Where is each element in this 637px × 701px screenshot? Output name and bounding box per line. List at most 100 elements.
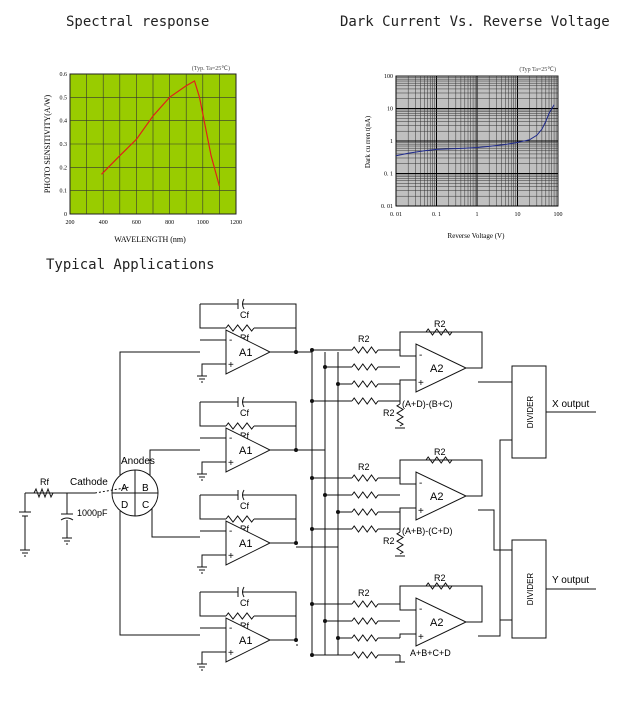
x-tick-label: 400 <box>99 220 108 226</box>
minus-sign: - <box>229 433 232 444</box>
anodes-label: Anodes <box>121 456 155 467</box>
x-axis-label: WAVELENGTH (nm) <box>114 235 186 244</box>
y-tick-label: 0. 1 <box>384 172 393 178</box>
heading-spectral-response: Spectral response <box>66 14 210 30</box>
heading-typical-applications: Typical Applications <box>46 257 215 273</box>
wire <box>199 495 226 520</box>
x-tick-label: 10 <box>515 212 521 218</box>
a1-label: A1 <box>239 635 252 647</box>
wire <box>242 494 297 543</box>
wire <box>399 350 416 357</box>
y-tick-label: 0.1 <box>60 189 68 195</box>
formula-y: (A+B)-(C+D) <box>402 526 453 536</box>
resistor <box>425 328 453 336</box>
r2-label: R2 <box>434 319 446 329</box>
op-amp-a2 <box>415 343 468 393</box>
a1-label: A1 <box>239 347 252 359</box>
wire <box>242 303 297 352</box>
wire <box>201 554 226 567</box>
formula-x: (A+D)-(B+C) <box>402 399 453 409</box>
op-amp-a2 <box>415 597 468 647</box>
r2-label: R2 <box>434 573 446 583</box>
y-tick-label: 0.5 <box>60 95 68 101</box>
resistor <box>351 634 379 642</box>
divider-label-x: DIVIDER <box>526 396 535 429</box>
resistor <box>396 531 404 555</box>
y-axis-label: Dark cu rren t(nA) <box>364 115 372 168</box>
wire <box>199 304 226 329</box>
cf-label: Cf <box>240 598 249 608</box>
resistor <box>351 380 379 388</box>
wire <box>199 592 226 617</box>
wire <box>199 402 226 427</box>
resistor <box>225 515 255 523</box>
wire <box>399 507 416 512</box>
wire <box>399 379 416 384</box>
resistor <box>351 397 379 405</box>
op-amp-a2 <box>415 471 468 521</box>
dark-current-curve <box>395 104 555 157</box>
x-tick-label: 1200 <box>230 220 242 226</box>
x-tick-label: 200 <box>66 220 75 226</box>
quadrant-b: B <box>142 483 149 494</box>
wire <box>399 478 416 485</box>
wire <box>399 585 483 623</box>
x-output-label: X output <box>552 399 589 410</box>
resistor <box>351 525 379 533</box>
a2-label: A2 <box>430 491 443 503</box>
divider-label-y: DIVIDER <box>526 573 535 606</box>
plus-sign: + <box>228 360 234 371</box>
plus-sign: + <box>418 632 424 643</box>
resistor <box>396 403 404 427</box>
resistor <box>351 617 379 625</box>
sensitivity-curve <box>101 80 220 187</box>
rf-label: Rf <box>240 621 249 631</box>
x-tick-label: 0. 01 <box>390 212 402 218</box>
y-tick-label: 0. 01 <box>381 204 393 210</box>
minus-sign: - <box>419 478 422 489</box>
plus-sign: + <box>228 551 234 562</box>
op-amp-a1 <box>225 520 272 566</box>
quadrant-a: A <box>121 483 128 494</box>
resistor <box>225 612 255 620</box>
quadrant-d: D <box>121 500 128 511</box>
resistor <box>225 422 255 430</box>
x-tick-label: 1000 <box>197 220 209 226</box>
resistor <box>351 363 379 371</box>
wire <box>242 401 297 450</box>
x-tick-label: 0. 1 <box>432 212 441 218</box>
cf-label: Cf <box>240 408 249 418</box>
wire <box>201 363 226 376</box>
resistor <box>351 508 379 516</box>
x-axis-label: Reverse Voltage (V) <box>448 232 506 240</box>
y-axis-label: PHOTO SENSITIVITY(A/W) <box>43 95 52 194</box>
a1-label: A1 <box>239 538 252 550</box>
plus-sign: + <box>228 458 234 469</box>
y-tick-label: 0 <box>64 212 67 218</box>
cf-label: Cf <box>240 501 249 511</box>
a2-label: A2 <box>430 363 443 375</box>
a1-label: A1 <box>239 445 252 457</box>
wire <box>399 604 416 611</box>
y-tick-label: 100 <box>384 74 393 80</box>
minus-sign: - <box>419 350 422 361</box>
y-tick-label: 0.2 <box>60 165 68 171</box>
formula-sum: A+B+C+D <box>410 648 451 658</box>
wire <box>242 591 297 640</box>
plus-sign: + <box>418 378 424 389</box>
x-tick-label: 600 <box>132 220 141 226</box>
plus-sign: + <box>228 648 234 659</box>
resistor <box>225 324 255 332</box>
wire <box>399 633 416 638</box>
wire <box>201 651 226 664</box>
r2-label: R2 <box>358 588 370 598</box>
chart-note: (Typ. Ta=25℃) <box>192 65 230 72</box>
r2-label: R2 <box>358 462 370 472</box>
